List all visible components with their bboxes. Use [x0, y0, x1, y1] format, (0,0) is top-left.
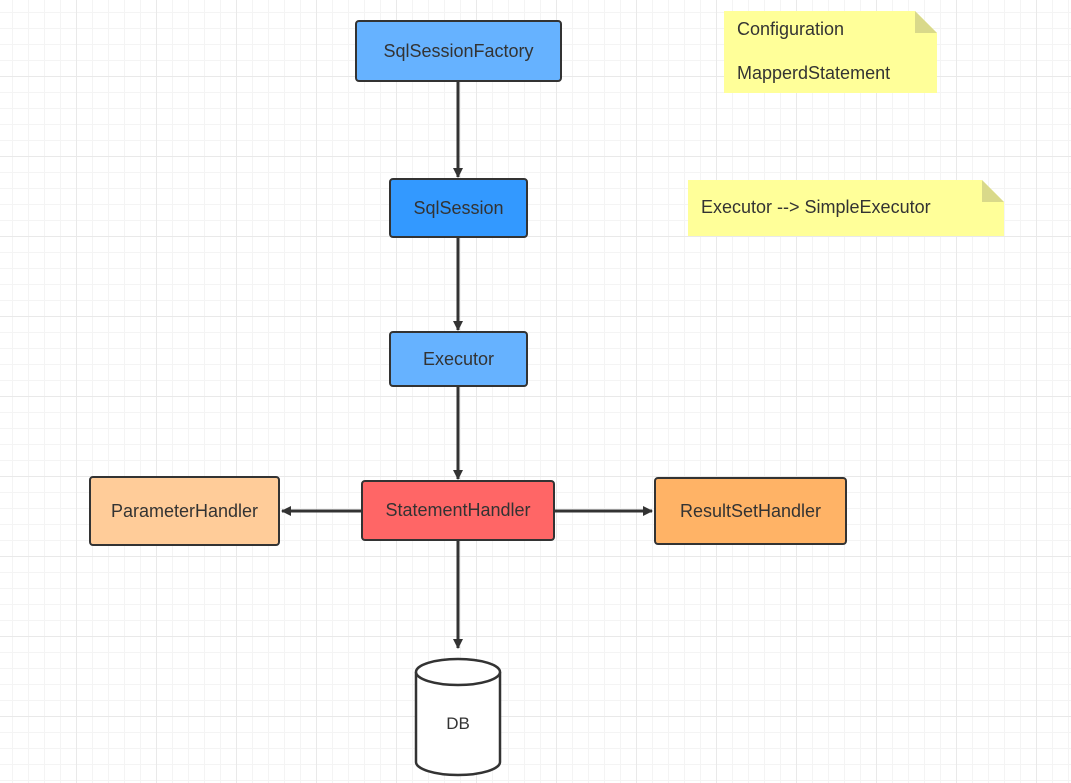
- db-label: DB: [446, 714, 470, 733]
- executor-note-line-1: Executor --> SimpleExecutor: [701, 197, 931, 217]
- resultsethandler-node[interactable]: ResultSetHandler: [654, 477, 847, 545]
- cylinder-body: [414, 672, 502, 777]
- note-shape: [724, 11, 937, 93]
- note-body: [688, 180, 1004, 236]
- parameterhandler-label: ParameterHandler: [110, 500, 259, 521]
- sqlsessionfactory-node[interactable]: SqlSessionFactory: [355, 20, 562, 82]
- executor-label: Executor: [422, 348, 495, 369]
- sqlsession-node[interactable]: SqlSession: [389, 178, 528, 238]
- note-fold: [982, 180, 1004, 202]
- config-note: Configuration MapperdStatement: [724, 11, 937, 93]
- sqlsession-label: SqlSession: [413, 197, 504, 218]
- statementhandler-node[interactable]: StatementHandler: [361, 480, 555, 541]
- resultsethandler-label: ResultSetHandler: [679, 500, 822, 521]
- config-note-line-2: MapperdStatement: [737, 63, 891, 83]
- note-body: [724, 11, 937, 93]
- parameterhandler-node[interactable]: ParameterHandler: [89, 476, 280, 546]
- executor-node[interactable]: Executor: [389, 331, 528, 387]
- note-shape: [688, 180, 1004, 236]
- executor-note: Executor --> SimpleExecutor: [688, 180, 1004, 236]
- config-note-line-1: Configuration: [737, 19, 845, 39]
- note-fold: [915, 11, 937, 33]
- statementhandler-label: StatementHandler: [385, 500, 531, 520]
- db-node[interactable]: DB: [414, 657, 502, 779]
- database-icon: [414, 657, 502, 777]
- sqlsessionfactory-label: SqlSessionFactory: [383, 40, 534, 61]
- cylinder-top: [414, 657, 502, 687]
